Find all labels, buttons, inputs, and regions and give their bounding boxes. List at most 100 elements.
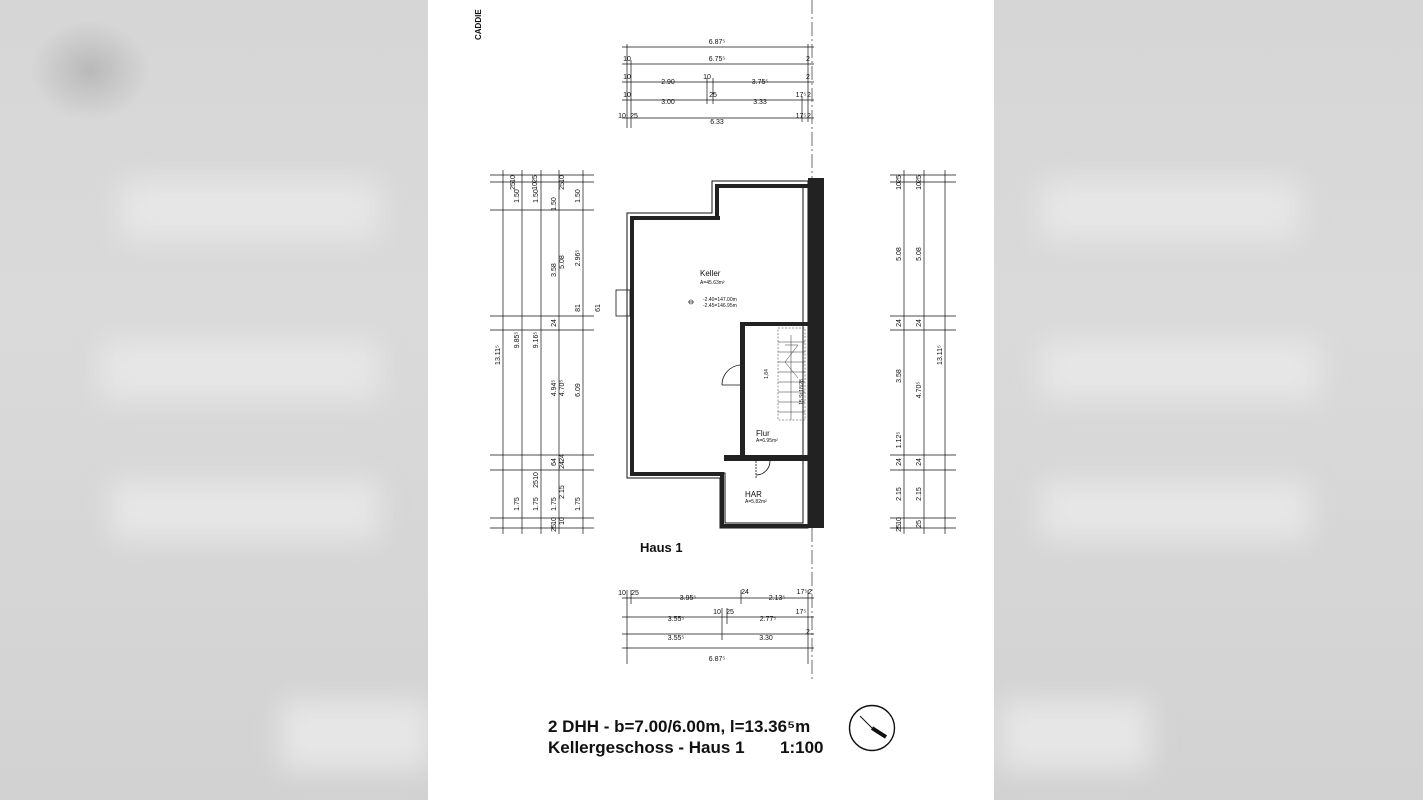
left-dimension-label: 24 (559, 461, 566, 469)
top-dimension-label: 17⁵ (796, 113, 807, 120)
elevation-marker (688, 299, 694, 305)
right-dimension-label: 10 (896, 182, 903, 190)
level-bottom: -2.45=146.95m (703, 303, 737, 309)
right-dimension-label: 1.12⁵ (896, 432, 903, 449)
left-dimension-label: 13.11⁵ (495, 345, 502, 365)
blurred-band (1040, 180, 1300, 240)
left-dimension-label: 81 (575, 304, 582, 312)
left-dimension-label: 1.75 (551, 497, 558, 511)
blurred-band (110, 480, 380, 540)
right-dimension-label: 10 (916, 182, 923, 190)
top-dimension-label: 3.75⁵ (752, 79, 769, 86)
bottom-dimension-label: 25 (726, 609, 734, 616)
left-dimension-label: 10 (551, 517, 558, 525)
right-dimension-label: 24 (916, 319, 923, 327)
top-dimension-label: 2 (806, 74, 810, 81)
left-dimension-label: 2.15 (559, 485, 566, 499)
north-arrow-icon (848, 704, 896, 752)
bottom-dimension-label: 2.77⁵ (760, 616, 777, 623)
bottom-dimension-label: 25 (631, 590, 639, 597)
title-scale: 1:100 (780, 738, 824, 757)
top-dimension-label: 3.33 (753, 99, 767, 106)
right-dimension-label: 24 (916, 458, 923, 466)
top-dimension-label: 2 (807, 113, 811, 120)
left-dimension-label: 10 (532, 182, 539, 190)
left-dimension-label: 1.50 (575, 189, 582, 203)
right-dimension-label: 3.58 (896, 369, 903, 383)
bottom-dimension-label: 2 (806, 629, 810, 636)
right-dimension-label: 25 (896, 524, 903, 532)
top-dimension-label: 6.33 (710, 119, 724, 126)
bottom-dimension-label: 2.13⁵ (769, 595, 786, 602)
left-dimension-label: 4.70⁵ (559, 380, 566, 397)
left-dimension-label: 25 (510, 182, 517, 190)
right-dimension-label: 5.08 (896, 247, 903, 261)
top-dimension-label: 10 (703, 74, 711, 81)
bottom-dimension-label: 2 (808, 589, 812, 596)
top-dimension-label: 17⁵ (796, 92, 807, 99)
top-dimension-label: 2 (806, 56, 810, 63)
right-dimension-label: 2.15 (896, 487, 903, 501)
blurred-band (1040, 480, 1310, 540)
bottom-dimension-label: 6.87⁵ (709, 656, 726, 663)
bottom-dimension-label: 24 (741, 589, 749, 596)
title-block: 2 DHH - b=7.00/6.00m, l=13.36⁵m Kellerge… (548, 716, 823, 758)
bottom-dimension-label: 3.55⁵ (668, 635, 685, 642)
top-dimension-label: 2.90 (661, 79, 675, 86)
room-area-flur: A=6.95m² (756, 438, 778, 444)
top-dimension-label: 10 (623, 92, 631, 99)
left-dimension-label: 64 (551, 458, 558, 466)
left-dimension-label: 25 (533, 480, 540, 488)
top-dimension-label: 10 (623, 56, 631, 63)
room-name-keller: Keller (700, 269, 721, 278)
left-dimension-label: 61 (595, 304, 602, 312)
right-dimension-label: 25 (916, 520, 923, 528)
bottom-dimension-label: 3.95⁵ (680, 595, 697, 602)
level-top: -2.40=147.00m (703, 297, 737, 303)
left-dimension-lines (490, 170, 594, 534)
stair-label: 1,84 (764, 369, 770, 379)
left-dimension-label: 24 (559, 454, 566, 462)
left-dimension-label: 9.85⁵ (514, 332, 521, 349)
room-labels: KellerA=45.63m²-2.40=147.00m-2.45=146.95… (700, 269, 805, 505)
top-dimension-label: 25 (709, 92, 717, 99)
bottom-dimension-label: 10 (713, 609, 721, 616)
left-dimension-label: 10 (559, 175, 566, 183)
left-dimension-label: 4.94⁵ (551, 380, 558, 397)
blurred-band (100, 340, 380, 400)
bottom-dimension-label: 17⁵ (796, 609, 807, 616)
right-dimension-label: 5.08 (916, 247, 923, 261)
blurred-band (120, 180, 380, 240)
bottom-dimension-lines (622, 590, 814, 664)
blurred-band (1040, 340, 1320, 400)
left-dimension-label: 5.08 (559, 255, 566, 269)
room-area-har: A=5.82m² (745, 499, 767, 505)
stair-label: 15 St 18/28 (799, 379, 805, 405)
bottom-dimension-label: 3.30 (759, 635, 773, 642)
left-dimension-label: 3.58 (551, 263, 558, 277)
left-dimension-label: 1.50 (551, 197, 558, 211)
top-dimension-label: 10 (623, 74, 631, 81)
top-dimension-label: 6.87⁵ (709, 39, 726, 46)
bottom-dimension-label: 10 (618, 590, 626, 597)
left-dimension-label: 1.75 (575, 497, 582, 511)
blurred-band (280, 700, 430, 770)
top-dimension-lines (622, 44, 814, 128)
top-dimension-label: 6.75⁵ (709, 56, 726, 63)
left-dimension-label: 10 (559, 517, 566, 525)
room-name-har: HAR (745, 490, 762, 499)
left-dimension-label: 1.75 (514, 497, 521, 511)
left-dimension-label: 2.96⁵ (575, 250, 582, 267)
walls (626, 178, 824, 529)
left-dimension-label: 9.16⁵ (533, 332, 540, 349)
right-dimension-label: 4.70⁵ (916, 382, 923, 399)
top-dimension-label: 10 (618, 113, 626, 120)
left-dimension-label: 25 (559, 182, 566, 190)
left-dimension-label: 10 (510, 175, 517, 183)
left-dimension-label: 1.75 (533, 497, 540, 511)
left-dimension-label: 1.50 (533, 189, 540, 203)
right-dimension-label: 25 (916, 175, 923, 183)
left-dimension-label: 10 (533, 472, 540, 480)
